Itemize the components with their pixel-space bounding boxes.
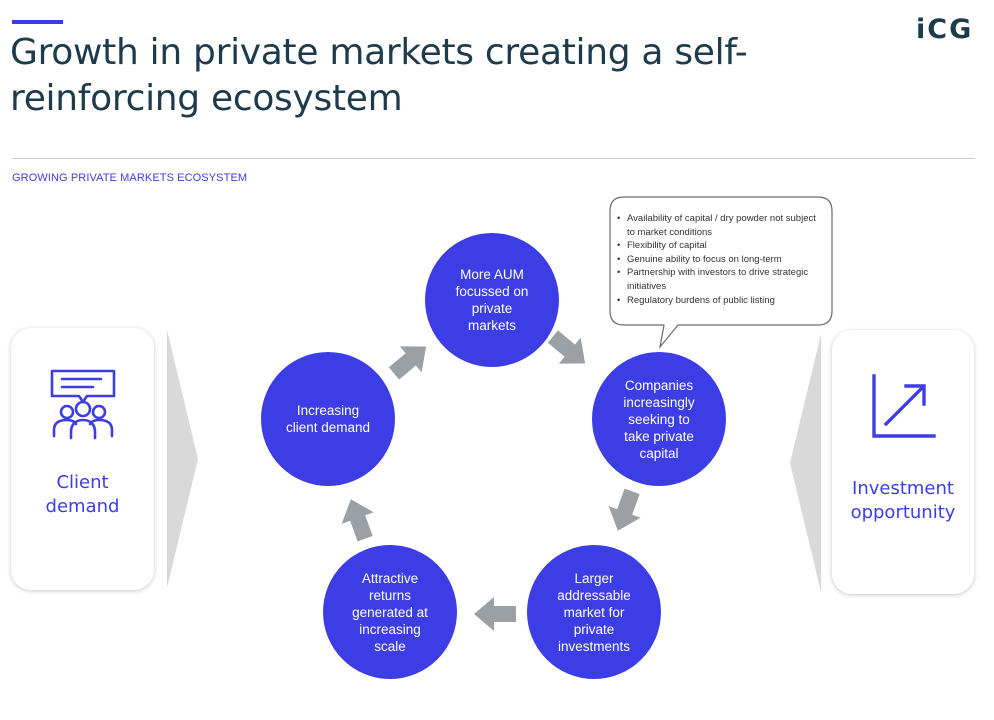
right-chevron-shape — [790, 334, 821, 592]
cycle-node-label: More AUM focussed on private markets — [455, 267, 529, 333]
callout-item: Genuine ability to focus on long-term — [617, 253, 822, 267]
section-label: GROWING PRIVATE MARKETS ECOSYSTEM — [12, 172, 248, 184]
callout-item: Flexibility of capital — [617, 239, 822, 253]
cycle-node-more-aum: More AUM focussed on private markets — [425, 233, 559, 367]
cycle-arrow-3 — [474, 597, 516, 631]
cycle-node-larger-market: Larger addressable market for private in… — [527, 545, 661, 679]
cycle-arrow-2 — [608, 488, 641, 531]
header-divider — [12, 158, 975, 159]
client-demand-card: Client demand — [11, 328, 154, 590]
cycle-node-attractive-returns: Attractive returns generated at increasi… — [323, 545, 457, 679]
cycle-node-label: Attractive returns generated at increasi… — [352, 570, 428, 654]
cycle-arrow-5 — [388, 346, 427, 380]
page-title: Growth in private markets creating a sel… — [10, 32, 748, 119]
investment-opportunity-label: Investment opportunity — [850, 478, 956, 523]
icg-logo: iCG — [916, 14, 974, 45]
callout-item: Partnership with investors to drive stra… — [617, 266, 822, 293]
callout-list: Availability of capital / dry powder not… — [617, 212, 822, 307]
callout-item: Regulatory burdens of public listing — [617, 294, 822, 308]
cycle-node-companies-seeking-capital: Companies increasingly seeking to take p… — [592, 352, 726, 486]
cycle-arrow-4 — [341, 499, 374, 542]
cycle-node-increasing-client-demand: Increasing client demand — [261, 352, 395, 486]
client-demand-icon — [50, 369, 116, 440]
client-demand-label: Client demand — [45, 472, 120, 517]
investment-opportunity-card: Investment opportunity — [832, 330, 974, 594]
title-accent-bar — [12, 20, 63, 24]
left-chevron-shape — [167, 330, 198, 588]
growth-chart-icon — [872, 374, 936, 438]
callout-item: Availability of capital / dry powder not… — [617, 212, 822, 239]
cycle-node-label: Larger addressable market for private in… — [557, 570, 631, 654]
cycle-node-label: Companies increasingly seeking to take p… — [623, 377, 695, 461]
cycle-arrow-1 — [547, 330, 586, 364]
cycle-node-label: Increasing client demand — [285, 403, 371, 435]
